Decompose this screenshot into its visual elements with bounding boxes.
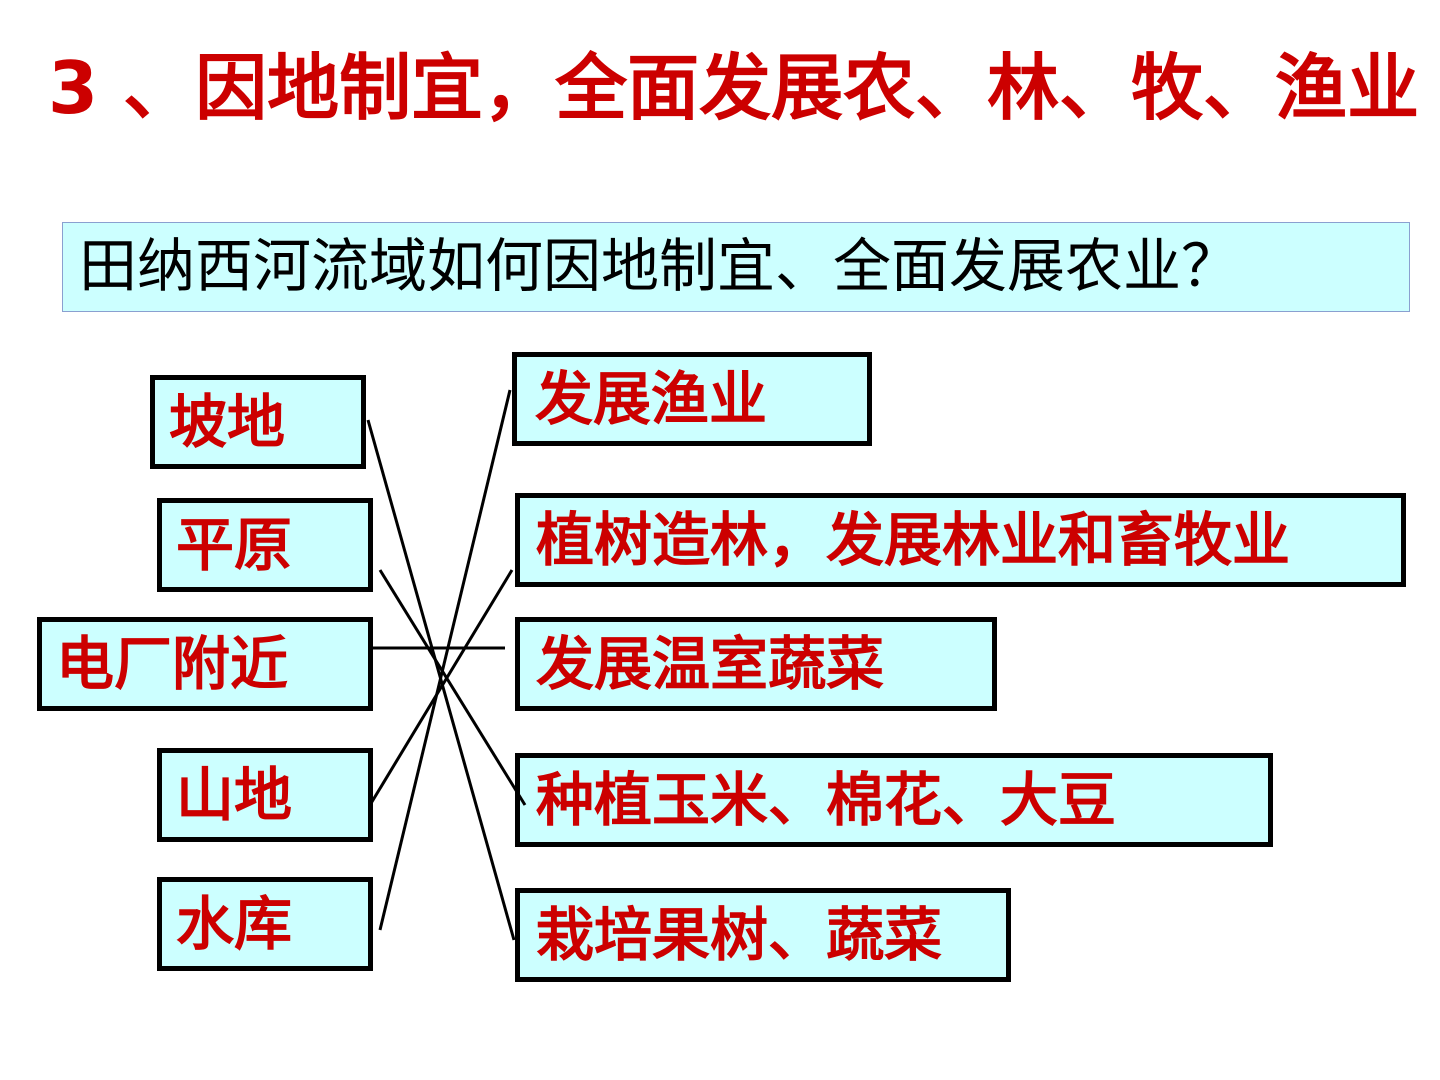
right-box-orchard: 栽培果树、蔬菜	[515, 888, 1011, 982]
question-banner: 田纳西河流域如何因地制宜、全面发展农业？	[62, 222, 1410, 312]
page-title: 3 、因地制宜，全面发展农、林、牧、渔业	[48, 46, 1420, 130]
connector-mountain-forestry	[368, 569, 514, 806]
left-label-reservoir: 水库	[176, 890, 293, 958]
left-box-reservoir: 水库	[157, 877, 373, 971]
connector-plain-crops	[378, 569, 527, 806]
left-label-plain: 平原	[176, 511, 293, 579]
connector-slope-orchard	[366, 419, 516, 941]
right-label-greenhouse: 发展温室蔬菜	[536, 630, 885, 698]
connector-reservoir-fishery	[378, 389, 512, 931]
question-text: 田纳西河流域如何因地制宜、全面发展农业？	[79, 232, 1240, 300]
left-label-slope: 坡地	[169, 388, 286, 456]
left-box-mountain: 山地	[157, 748, 373, 842]
left-box-power-plant: 电厂附近	[37, 617, 373, 711]
right-box-greenhouse: 发展温室蔬菜	[515, 617, 997, 711]
right-label-orchard: 栽培果树、蔬菜	[536, 901, 943, 969]
right-box-forestry: 植树造林，发展林业和畜牧业	[515, 493, 1406, 587]
left-label-mountain: 山地	[176, 761, 293, 829]
right-label-crops: 种植玉米、棉花、大豆	[536, 766, 1117, 834]
right-box-crops: 种植玉米、棉花、大豆	[515, 753, 1273, 847]
right-label-fishery: 发展渔业	[535, 365, 768, 433]
left-label-power-plant: 电厂附近	[56, 630, 289, 698]
right-label-forestry: 植树造林，发展林业和畜牧业	[536, 506, 1291, 574]
right-box-fishery: 发展渔业	[512, 352, 872, 446]
left-box-plain: 平原	[157, 498, 373, 592]
left-box-slope: 坡地	[150, 375, 366, 469]
